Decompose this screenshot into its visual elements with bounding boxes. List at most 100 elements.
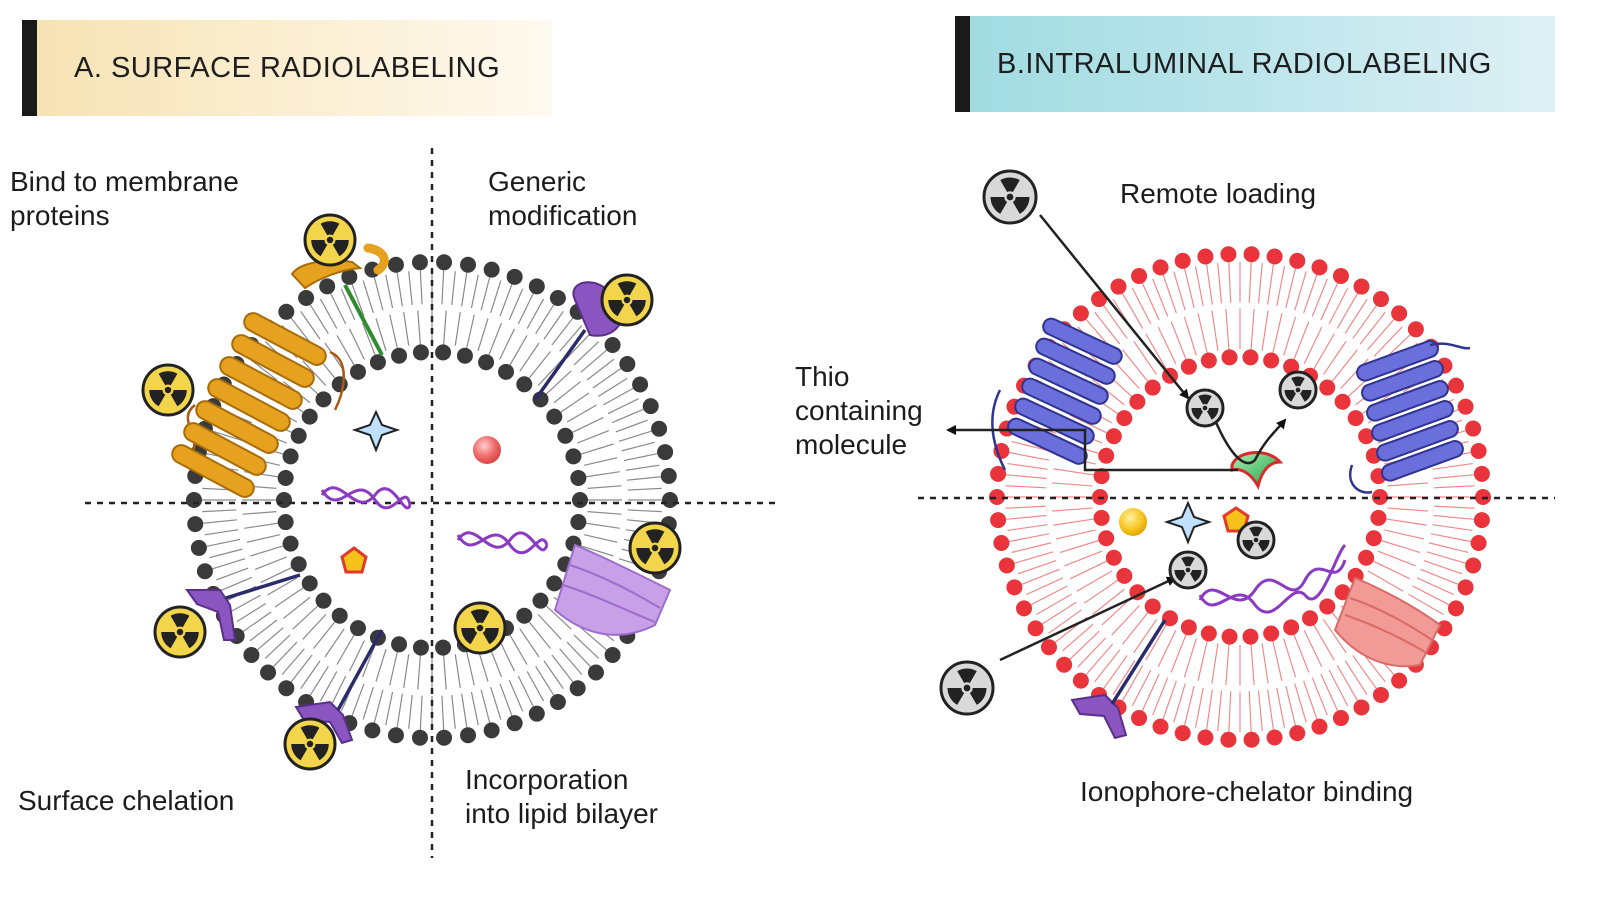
lipid-tail [375,318,387,352]
lipid-tail [385,691,394,726]
lipid-tail [1367,570,1404,592]
dna-icon [456,531,549,555]
lipid-tail [528,351,551,379]
lipid-head [1334,393,1351,410]
purple-chelator-b [1070,619,1167,740]
lipid-tail [1257,263,1263,304]
lipid-head [1152,259,1169,276]
lipid-head [498,363,514,380]
lipid-tail [441,270,445,305]
lipid-head [341,268,358,285]
dna-icon [1198,543,1347,614]
lipid-tail [499,683,513,716]
lipid-tail [220,576,253,592]
lipid-tail [490,686,502,720]
lipid-tail [1197,313,1208,353]
lipid-tail [1434,485,1475,489]
lipid-tail [1344,660,1368,696]
lipid-head [276,492,292,508]
lipid-tail [586,522,620,529]
lipid-tail [598,377,628,397]
lipid-tail [499,284,513,317]
label-line: Bind to membrane [10,166,239,197]
lipid-tail [586,358,615,381]
lipid-head [1465,420,1482,437]
radioactive-icon [628,521,682,575]
lipid-head [331,376,348,393]
lipid-tail [209,548,243,559]
lipid-tail [1051,507,1093,512]
lipid-head [1263,352,1280,369]
lipid-head [516,376,533,393]
lipid-head [604,336,621,353]
lipid-tail [1303,326,1323,364]
lipid-head [1391,305,1408,322]
lipid-head [1144,598,1161,615]
lipid-tail [236,603,266,623]
lipid-tail [625,464,660,471]
radioactive-icon [1278,370,1318,410]
lipid-head [1473,465,1490,482]
lipid-head [1180,619,1197,636]
lipid-tail [543,660,564,690]
lipid-tail [480,689,491,723]
lipid-tail [1352,305,1377,339]
lipid-head [1131,710,1148,727]
lipid-tail [257,627,284,651]
lipid-tail [267,577,298,596]
lipid-tail [250,545,284,557]
lipid-tail [292,605,319,630]
lipid-head [1027,620,1044,637]
radioactive-icon [153,605,207,659]
lipid-head [1283,358,1300,375]
lipid-tail [461,272,468,307]
lipid-head [387,727,404,744]
lipid-tail [1053,518,1094,526]
lipid-head [1197,729,1214,746]
lipid-tail [373,689,384,723]
lipid-tail [417,655,421,690]
lipid-tail [1025,577,1064,596]
lipid-head [290,427,307,444]
lipid-head [1372,291,1389,308]
lipid-tail [313,621,336,649]
lipid-head [1221,628,1238,645]
lipid-tail [1420,568,1459,585]
star-icon [1163,500,1213,545]
lipid-head [549,290,566,307]
lipid-head [619,356,636,373]
lipid-tail [324,342,345,372]
lipid-tail [202,509,237,513]
lipid-tail [528,621,551,649]
lipid-tail [535,304,555,334]
lipid-head [1162,610,1178,627]
star-icon [351,409,401,453]
lavender-membrane-channel [553,543,672,636]
lipid-tail [626,476,661,481]
lipid-tail [373,277,384,311]
lipid-tail [1007,462,1048,470]
lipid-tail [543,310,564,340]
lipid-tail [573,634,600,659]
lipid-tail [1276,687,1286,728]
lipid-tail [246,534,281,543]
lipid-head [1353,278,1370,295]
lipid-tail [1311,278,1328,317]
lipid-tail [537,360,562,387]
lipid-tail [1030,585,1068,606]
lipid-head [632,376,649,393]
lipid-head [301,408,318,425]
lipid-head [1093,509,1110,526]
lipid-tail [1423,560,1463,575]
lipid-head [546,575,563,592]
lipid-tail [1320,673,1339,712]
lipid-head [1174,725,1191,742]
lipid-head [516,607,533,624]
lipid-head [1040,639,1057,656]
lipid-head [1110,278,1127,295]
lipid-tail [1021,568,1060,585]
lipid-tail [396,272,403,307]
lipid-head [1016,600,1033,617]
lipid-tail [319,298,338,329]
lipid-tail [583,457,618,466]
